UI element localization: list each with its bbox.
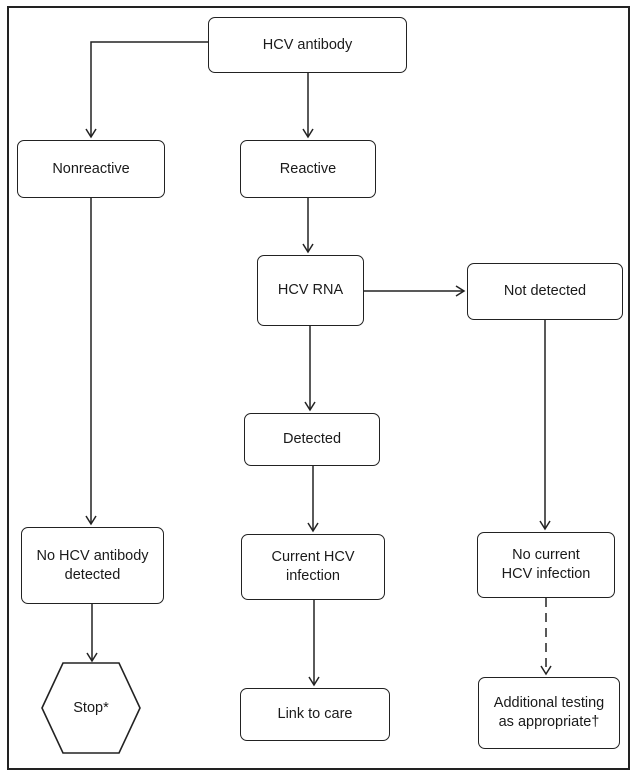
- node-nonreactive-label: Nonreactive: [52, 160, 130, 177]
- node-hcv-antibody: HCV antibody: [208, 17, 407, 73]
- node-nonreactive: Nonreactive: [17, 140, 165, 198]
- node-hcv-rna-label: HCV RNA: [277, 282, 344, 298]
- node-link-to-care: Link to care: [240, 688, 390, 741]
- node-not-detected-label: Not detected: [503, 283, 587, 299]
- node-stop: Stop*: [42, 663, 140, 753]
- node-reactive-label: Reactive: [279, 160, 337, 177]
- node-hcv-antibody-label: HCV antibody: [262, 36, 353, 53]
- node-link-to-care-label: Link to care: [277, 706, 353, 722]
- node-stop-label: Stop*: [73, 700, 109, 716]
- node-no-hcv-antibody-detected-label: No HCV antibody detected: [36, 547, 149, 583]
- node-current-hcv-infection-label: Current HCV infection: [271, 549, 355, 584]
- node-not-detected: Not detected: [467, 263, 623, 320]
- node-detected: Detected: [244, 413, 380, 466]
- node-hcv-rna: HCV RNA: [257, 255, 364, 326]
- diagram-frame: [7, 6, 630, 770]
- node-no-current-hcv-infection-label: No current HCV infection: [501, 547, 591, 582]
- node-reactive: Reactive: [240, 140, 376, 198]
- node-additional-testing-label: Additional testing as appropriate†: [493, 695, 605, 730]
- arrow-antibody-to-nonreactive: [85, 41, 208, 139]
- node-current-hcv-infection: Current HCV infection: [241, 534, 385, 600]
- node-detected-label: Detected: [282, 431, 342, 447]
- node-no-current-hcv-infection: No current HCV infection: [477, 532, 615, 598]
- node-additional-testing: Additional testing as appropriate†: [478, 677, 620, 749]
- node-no-hcv-antibody-detected: No HCV antibody detected: [21, 527, 164, 604]
